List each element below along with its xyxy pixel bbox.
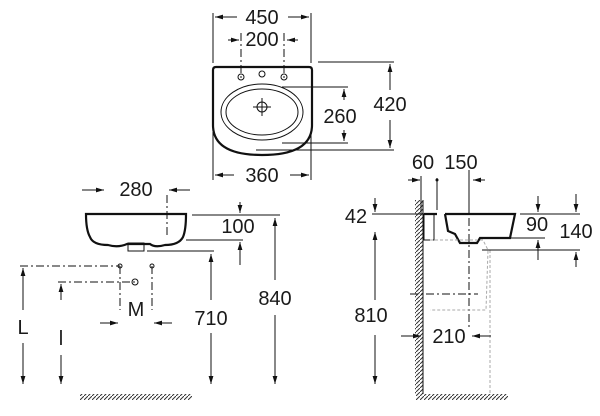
dim-90: 90 — [526, 214, 548, 236]
top-view: 450 200 260 420 360 — [211, 7, 407, 187]
side-view: 60 150 42 810 210 90 140 — [345, 152, 593, 400]
dim-200: 200 — [245, 29, 278, 51]
tap-hole-left-icon — [237, 73, 245, 81]
tap-hole-right-icon — [280, 73, 288, 81]
floor-hatch — [80, 394, 192, 400]
label-l: l — [59, 328, 63, 350]
waste-outlet-icon — [131, 278, 139, 286]
dim-140: 140 — [559, 221, 592, 243]
dim-210: 210 — [432, 326, 465, 348]
dim-710: 710 — [194, 308, 227, 330]
bowl-inner — [225, 88, 299, 136]
dim-840: 840 — [258, 288, 291, 310]
basin-front-outline — [84, 212, 188, 248]
label-M: M — [128, 299, 145, 321]
dim-100: 100 — [221, 216, 254, 238]
dim-420: 420 — [373, 94, 406, 116]
dim-810: 810 — [354, 305, 387, 327]
label-L: L — [17, 317, 28, 339]
dim-260: 260 — [323, 106, 356, 128]
bowl-outer — [220, 83, 304, 141]
dim-42: 42 — [345, 206, 367, 228]
tap-hole-center-icon — [258, 70, 266, 78]
dim-280: 280 — [119, 179, 152, 201]
front-view: 280 100 710 840 L l M — [17, 179, 292, 400]
dim-360: 360 — [245, 165, 278, 187]
floor-hatch-side — [416, 394, 508, 400]
dim-150: 150 — [444, 152, 477, 174]
wall-hatch — [415, 200, 423, 394]
basin-top-outline — [211, 65, 314, 157]
dim-450: 450 — [245, 7, 278, 29]
dim-60: 60 — [412, 152, 434, 174]
